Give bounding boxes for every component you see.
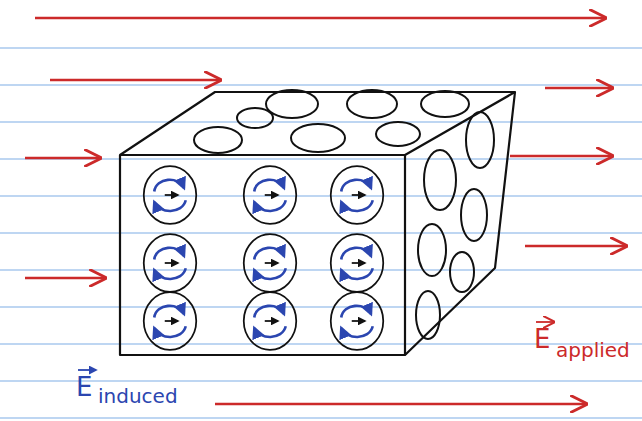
field-subscript: induced [98, 386, 178, 406]
top-face-loops [194, 90, 469, 153]
cube [120, 92, 515, 355]
notebook-lines [0, 48, 642, 418]
vector-symbol: E [534, 326, 550, 352]
vector-symbol: E [76, 374, 92, 400]
field-subscript: applied [556, 340, 630, 360]
applied-field-arrows [25, 18, 626, 404]
front-face-eddies [144, 166, 384, 350]
vector-overbars [78, 322, 554, 370]
side-face-loops [416, 112, 494, 339]
